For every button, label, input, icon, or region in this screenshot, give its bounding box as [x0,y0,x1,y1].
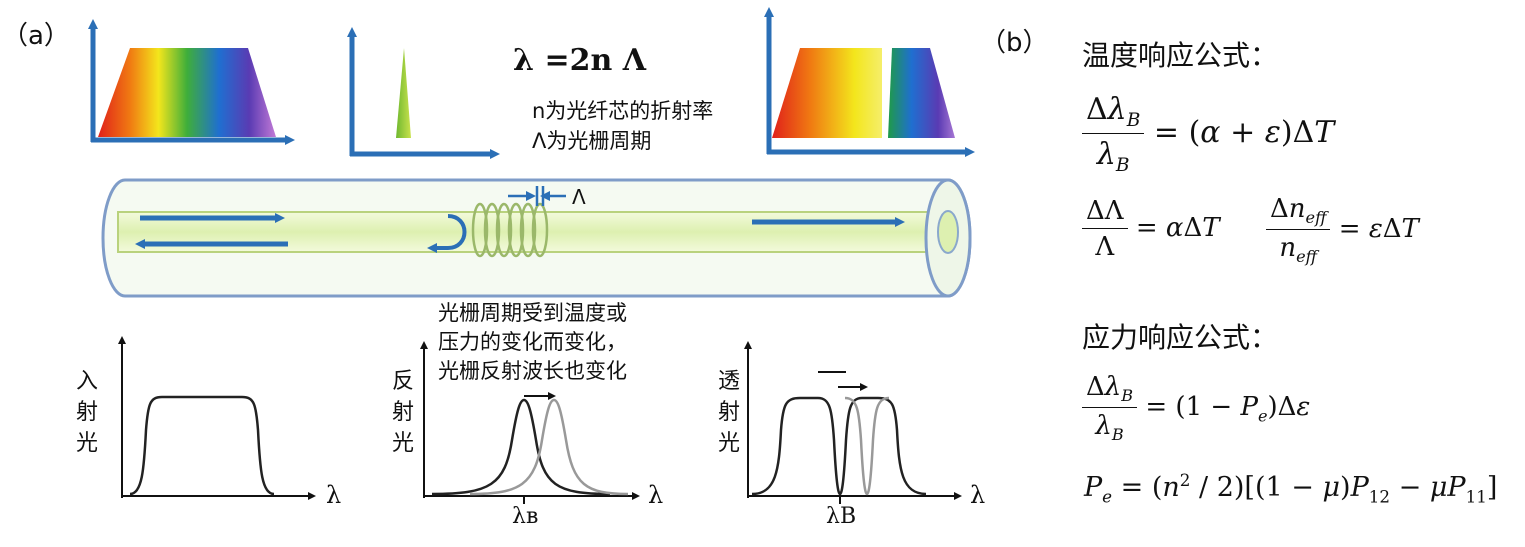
equation-period-change: ΔΛ Λ = αΔT [1082,196,1220,262]
plot-incident-x-label: λ [326,481,342,509]
lambda-b-label-transmitted: λB [826,504,857,529]
plot-incident-ylabel: 入射光 [76,369,99,456]
eq4-fraction: ΔλB λB [1082,372,1138,444]
eq2-fraction: ΔΛ Λ [1082,196,1128,262]
equation-temperature-wavelength: ΔλB λB = (α + ε)ΔT [1082,92,1334,176]
grating-change-note: 光栅周期受到温度或 压力的变化而变化， 光栅反射波长也变化 [438,299,627,386]
transmitted-right-band [888,48,955,138]
plot-transmitted-x-label: λ [970,481,986,509]
reflected-peak-original [431,398,611,496]
transmitted-curve-shifted [844,396,890,496]
eq3-fraction: Δneff neff [1266,194,1331,266]
input-spectrum-rainbow [98,48,276,137]
reflection-u-turn-arrow [427,214,467,253]
transmitted-curve-original [751,396,927,496]
bragg-formula: λ =2n Λ [513,43,647,78]
plot-incident [118,336,316,500]
core-index-description: n为光纤芯的折射率 [532,99,713,123]
plot-transmitted-ylabel: 透射光 [718,369,741,456]
grating-period-description: Λ为光栅周期 [532,129,651,153]
plot-reflected-ylabel: 反射光 [392,369,415,456]
reflected-peak-shifted [469,398,629,496]
incident-broadband-curve [129,395,275,496]
temperature-formula-title: 温度响应公式： [1082,39,1279,72]
bragg-grating-rings [471,202,549,258]
reflected-peak [396,48,411,138]
grating-change-note-line-3: 光栅反射波长也变化 [438,359,627,383]
stress-formula-title: 应力响应公式： [1082,321,1279,354]
grating-change-note-line-1: 光栅周期受到温度或 [438,301,627,325]
eq1-fraction: ΔλB λB [1082,92,1145,176]
plot-transmitted [744,341,962,504]
grating-change-note-line-2: 压力的变化而变化， [438,330,627,354]
spectrum-reflected [347,27,500,159]
lambda-b-label-reflected: λʙ [512,504,539,529]
grating-period-marker [508,186,566,206]
equation-stress-wavelength: ΔλB λB = (1 − Pe)Δε [1082,372,1310,444]
panel-b-label: （b） [980,28,1049,58]
transmitted-left-band [772,48,882,138]
spectrum-input [88,19,295,145]
equation-photoelastic-coefficient: Pe = (n2 / 2)[(1 − μ)P12 − μP11] [1084,470,1498,507]
grating-period-symbol: Λ [572,185,586,209]
plot-reflected-x-label: λ [648,481,664,509]
optical-fiber: Λ [101,178,972,298]
equation-index-change: Δneff neff = εΔT [1266,194,1419,266]
plot-reflected [420,341,640,504]
fiber-end-face-core [937,210,959,254]
spectrum-transmitted [764,7,975,157]
panel-a-label: （a） [2,21,70,51]
